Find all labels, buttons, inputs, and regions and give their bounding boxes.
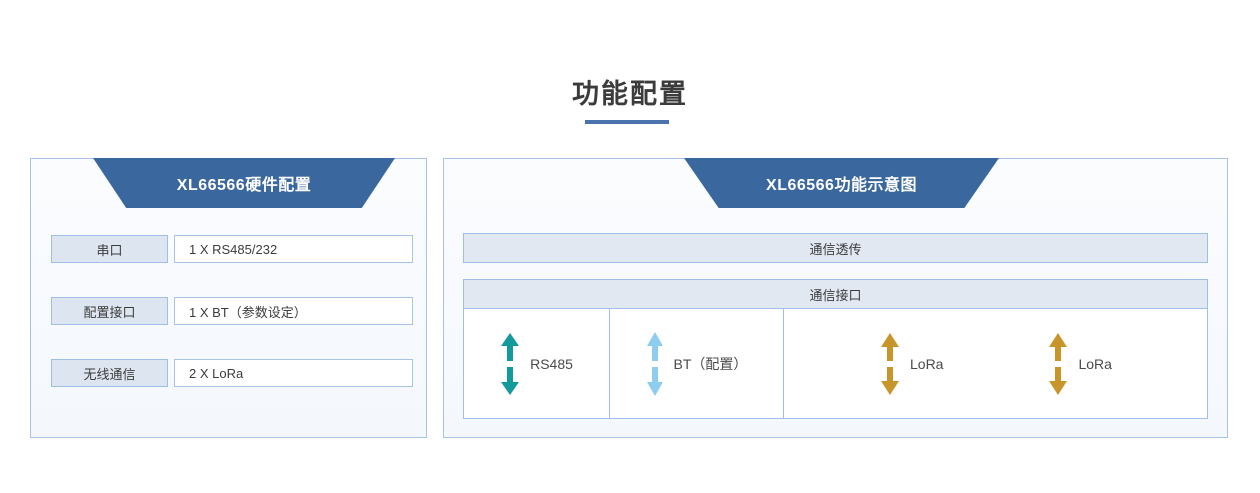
function-diagram-panel: XL66566功能示意图 通信透传 通信接口 RS485 [443, 158, 1228, 438]
double-arrow-gold-icon [880, 332, 900, 395]
interface-label-lora-1: LoRa [910, 355, 944, 372]
page-title: 功能配置 [572, 79, 688, 109]
interface-label-rs485: RS485 [530, 355, 573, 372]
interface-item-rs485: RS485 [500, 332, 573, 395]
spec-value-config-port: 1 X BT（参数设定） [174, 297, 413, 325]
spec-row-serial: 串口 1 X RS485/232 [51, 235, 413, 263]
spec-row-config-port: 配置接口 1 X BT（参数设定） [51, 297, 413, 325]
spec-label-serial: 串口 [51, 235, 168, 263]
interface-item-bt: BT（配置） [646, 331, 748, 396]
title-underline-accent [585, 120, 669, 124]
spec-label-wireless: 无线通信 [51, 359, 168, 387]
function-diagram-banner: XL66566功能示意图 [684, 158, 999, 208]
interface-grid: RS485 BT（配置） [463, 309, 1208, 419]
interface-label-lora-2: LoRa [1078, 355, 1112, 372]
spec-value-wireless: 2 X LoRa [174, 359, 413, 387]
hardware-config-panel: XL66566硬件配置 串口 1 X RS485/232 配置接口 1 X BT… [30, 158, 427, 438]
double-arrow-gold-icon [1048, 332, 1068, 395]
bar-communication-interface: 通信接口 [463, 279, 1208, 309]
interface-label-bt: BT（配置） [673, 355, 748, 372]
spec-label-config-port: 配置接口 [51, 297, 168, 325]
double-arrow-skyblue-icon [646, 331, 664, 396]
interface-item-lora-1: LoRa [880, 332, 944, 395]
bar-transparent-transmission: 通信透传 [463, 233, 1208, 263]
spec-value-serial: 1 X RS485/232 [174, 235, 413, 263]
interface-cell-rs485: RS485 [464, 309, 610, 418]
interface-cell-lora: LoRa LoRa [784, 309, 1207, 418]
spec-row-wireless: 无线通信 2 X LoRa [51, 359, 413, 387]
hardware-config-banner: XL66566硬件配置 [93, 158, 395, 208]
interface-item-lora-2: LoRa [1048, 332, 1112, 395]
double-arrow-teal-icon [500, 332, 520, 395]
interface-cell-bt: BT（配置） [610, 309, 784, 418]
